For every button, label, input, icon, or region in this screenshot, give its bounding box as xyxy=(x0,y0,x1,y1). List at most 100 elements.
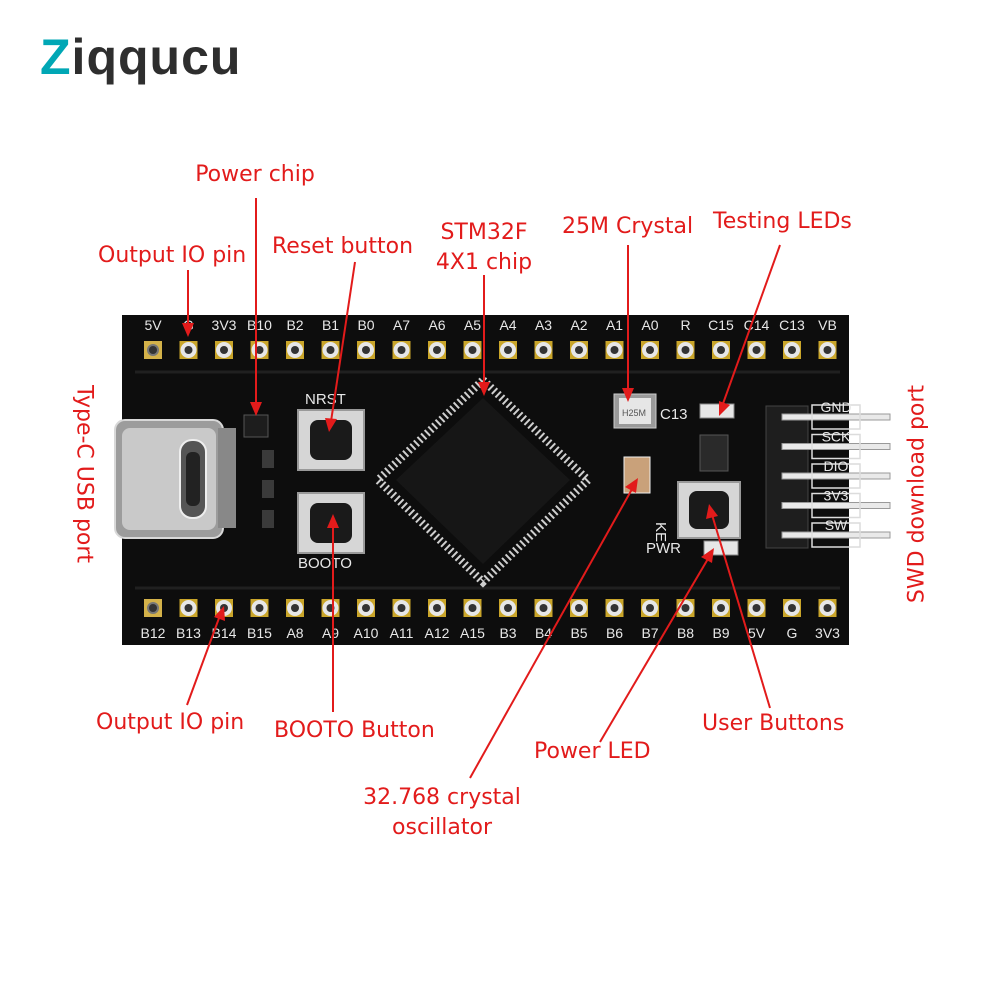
swd-pin-frame xyxy=(811,433,861,460)
swd-pin-label: SCK xyxy=(822,429,851,445)
leader-testing-leds xyxy=(719,244,781,413)
pin-center xyxy=(149,346,157,354)
pin-center xyxy=(539,604,548,612)
pin-center xyxy=(788,604,796,612)
pin-center xyxy=(255,346,264,354)
pin-label: R xyxy=(680,317,690,333)
label-type-c: Type-C USB port xyxy=(71,384,97,564)
pin-label: A0 xyxy=(641,317,658,333)
silk-c13: C13 xyxy=(660,406,688,423)
pin-center xyxy=(681,604,690,612)
pin-label: A15 xyxy=(460,625,485,641)
pin-center xyxy=(468,346,477,354)
pin-label: A7 xyxy=(393,317,410,333)
pin-center xyxy=(433,346,441,354)
swd-pin-label: 3V3 xyxy=(824,488,849,504)
arrow-output-io-top xyxy=(182,323,194,337)
pin-label: B4 xyxy=(535,625,552,641)
swd-pin-label: SW xyxy=(825,517,848,533)
pin-label: B5 xyxy=(570,625,587,641)
pin-center xyxy=(681,346,690,354)
swd-pin xyxy=(781,531,891,539)
pin-label: A6 xyxy=(428,317,445,333)
pin-label: A1 xyxy=(606,317,623,333)
pin-center xyxy=(291,346,299,354)
pin-center xyxy=(752,346,761,354)
pin-center xyxy=(362,346,370,354)
label-power-led: Power LED xyxy=(534,739,651,764)
silk-pwr: PWR xyxy=(646,540,681,557)
swd-pin-frame xyxy=(811,463,861,489)
label-reset-button: Reset button xyxy=(272,234,414,259)
pin-center xyxy=(717,346,725,354)
pin-center xyxy=(255,604,264,612)
swd-pin xyxy=(781,472,891,480)
pin-label: A5 xyxy=(464,317,481,333)
swd-pin xyxy=(781,502,891,509)
leader-user-buttons xyxy=(709,507,771,709)
pin-label: B9 xyxy=(712,625,729,641)
pin-label: B12 xyxy=(141,625,166,641)
label-crystal-25m: 25M Crystal xyxy=(562,214,694,239)
pin-label: 5V xyxy=(748,625,766,641)
pin-label: A4 xyxy=(499,317,516,333)
label-stm32-line1: STM32F xyxy=(440,220,528,245)
pin-label: C14 xyxy=(744,317,770,333)
pin-center xyxy=(575,604,583,612)
pin-label: 3V3 xyxy=(212,317,237,333)
pin-label: A12 xyxy=(425,625,450,641)
testing-led-part xyxy=(699,403,735,419)
leader-output-io-bottom xyxy=(186,609,223,706)
pin-label: B3 xyxy=(499,625,516,641)
pin-center xyxy=(646,604,654,612)
pin-label: B1 xyxy=(322,317,339,333)
pin-center xyxy=(823,346,832,354)
silk-ke: KE xyxy=(652,522,669,542)
label-user-buttons: User Buttons xyxy=(702,711,845,736)
leader-reset-button xyxy=(329,261,356,429)
pin-center xyxy=(788,346,796,354)
pin-label: B0 xyxy=(357,317,374,333)
pin-center xyxy=(752,604,761,612)
silk-nrst: NRST xyxy=(305,391,346,408)
pin-center xyxy=(610,604,619,612)
label-booto-button: BOOTO Button xyxy=(274,718,435,743)
arrow-power-chip xyxy=(250,402,262,416)
pin-label: A3 xyxy=(535,317,552,333)
arrow-booto-button xyxy=(327,514,339,528)
pin-label: 3V3 xyxy=(815,625,840,641)
label-crystal-32k-line1: 32.768 crystal xyxy=(363,785,521,810)
pin-label: C13 xyxy=(779,317,805,333)
arrow-power-led xyxy=(701,548,714,563)
leader-power-led xyxy=(599,551,713,743)
brand-logo-z: Z xyxy=(40,29,72,85)
pin-label: B15 xyxy=(247,625,272,641)
brand-logo-rest: iqqucu xyxy=(71,29,242,85)
brand-logo: Ziqqucu xyxy=(40,28,241,86)
pin-center xyxy=(504,604,512,612)
pin-center xyxy=(433,604,441,612)
arrow-stm32 xyxy=(478,382,490,396)
label-testing-leds: Testing LEDs xyxy=(713,209,852,234)
smd-component xyxy=(262,510,274,528)
pin-label: A8 xyxy=(286,625,303,641)
usb-c-connector xyxy=(114,419,236,539)
pin-center xyxy=(717,604,725,612)
pin-label: 5V xyxy=(144,317,162,333)
label-power-chip: Power chip xyxy=(195,162,315,187)
pin-center xyxy=(184,604,193,612)
pin-center xyxy=(610,346,619,354)
swd-pin-frame xyxy=(811,522,861,548)
pin-label: A10 xyxy=(354,625,379,641)
pin-label: B8 xyxy=(677,625,694,641)
swd-pin-label: DIO xyxy=(824,458,849,474)
swd-pin-label: GND xyxy=(820,399,851,415)
pin-label: C15 xyxy=(708,317,734,333)
pin-label: A9 xyxy=(322,625,339,641)
pin-center xyxy=(539,346,548,354)
silk-booto: BOOTO xyxy=(298,555,352,572)
smd-component xyxy=(262,450,274,468)
pin-label: B14 xyxy=(212,625,237,641)
